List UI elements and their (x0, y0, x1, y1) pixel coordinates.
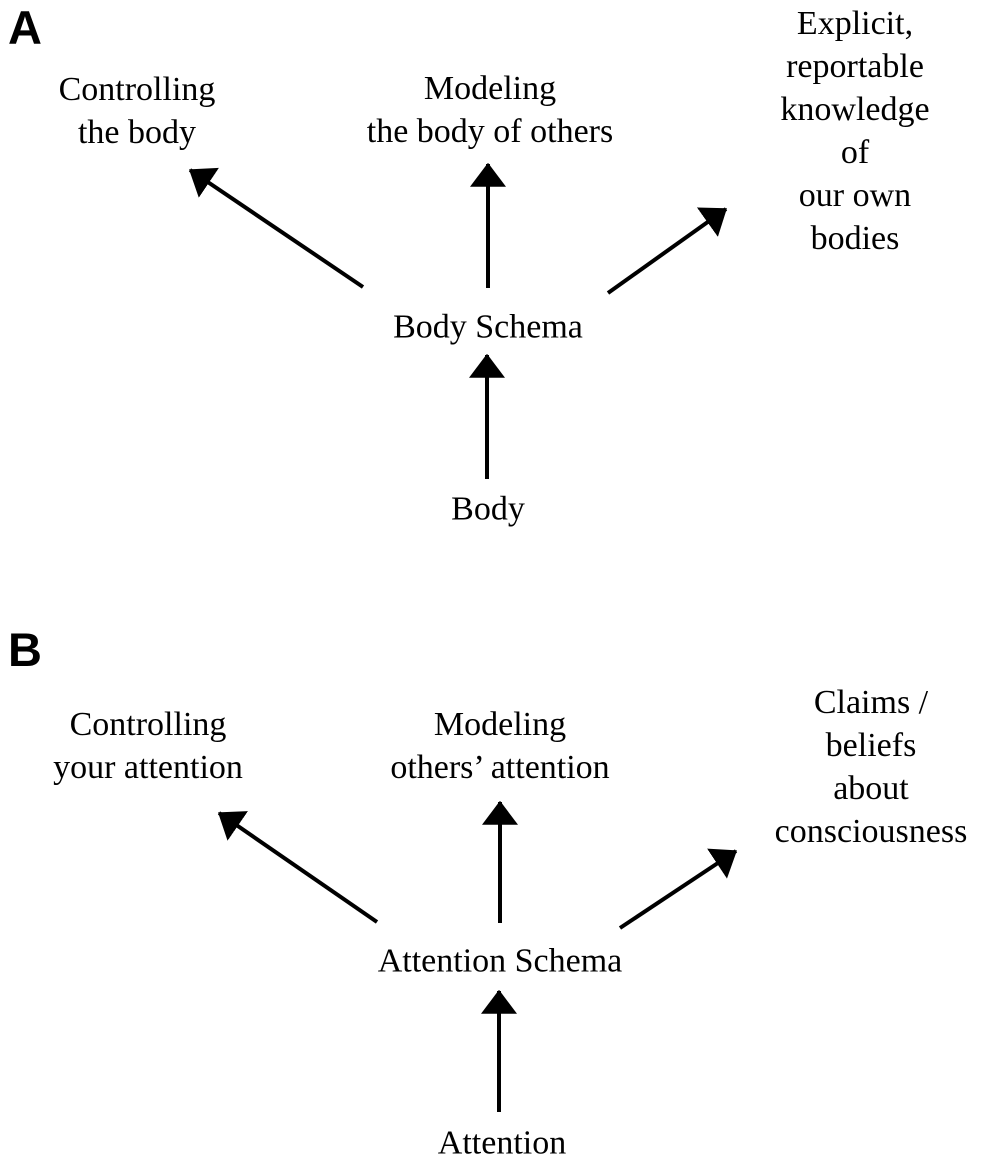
node-a-controlling-the-body: Controlling the body (58, 71, 216, 151)
node-a-modeling-body-of-others: Modeling the body of others (366, 70, 614, 150)
node-b-claims-beliefs-consciousness: Claims / beliefs about consciousness (774, 684, 968, 850)
node-b-attention-source: Attention (437, 1124, 567, 1162)
arrow-a-hub-to-controlling (188, 167, 365, 289)
panel-a-label: A (8, 1, 42, 54)
panel-b-label: B (8, 623, 42, 676)
node-b-modeling-others-attention: Modeling others’ attention (390, 706, 610, 786)
arrow-a-hub-to-knowledge (606, 207, 728, 295)
node-a-body-source: Body (451, 490, 525, 528)
arrow-b-hub-to-controlling (217, 811, 379, 924)
node-b-attention-schema-hub: Attention Schema (377, 942, 623, 980)
node-b-controlling-your-attention: Controlling your attention (53, 706, 243, 786)
arrow-b-hub-to-claims (618, 848, 738, 930)
node-a-body-schema-hub: Body Schema (393, 308, 583, 346)
node-a-explicit-knowledge: Explicit, reportable knowledge of our ow… (780, 5, 930, 257)
